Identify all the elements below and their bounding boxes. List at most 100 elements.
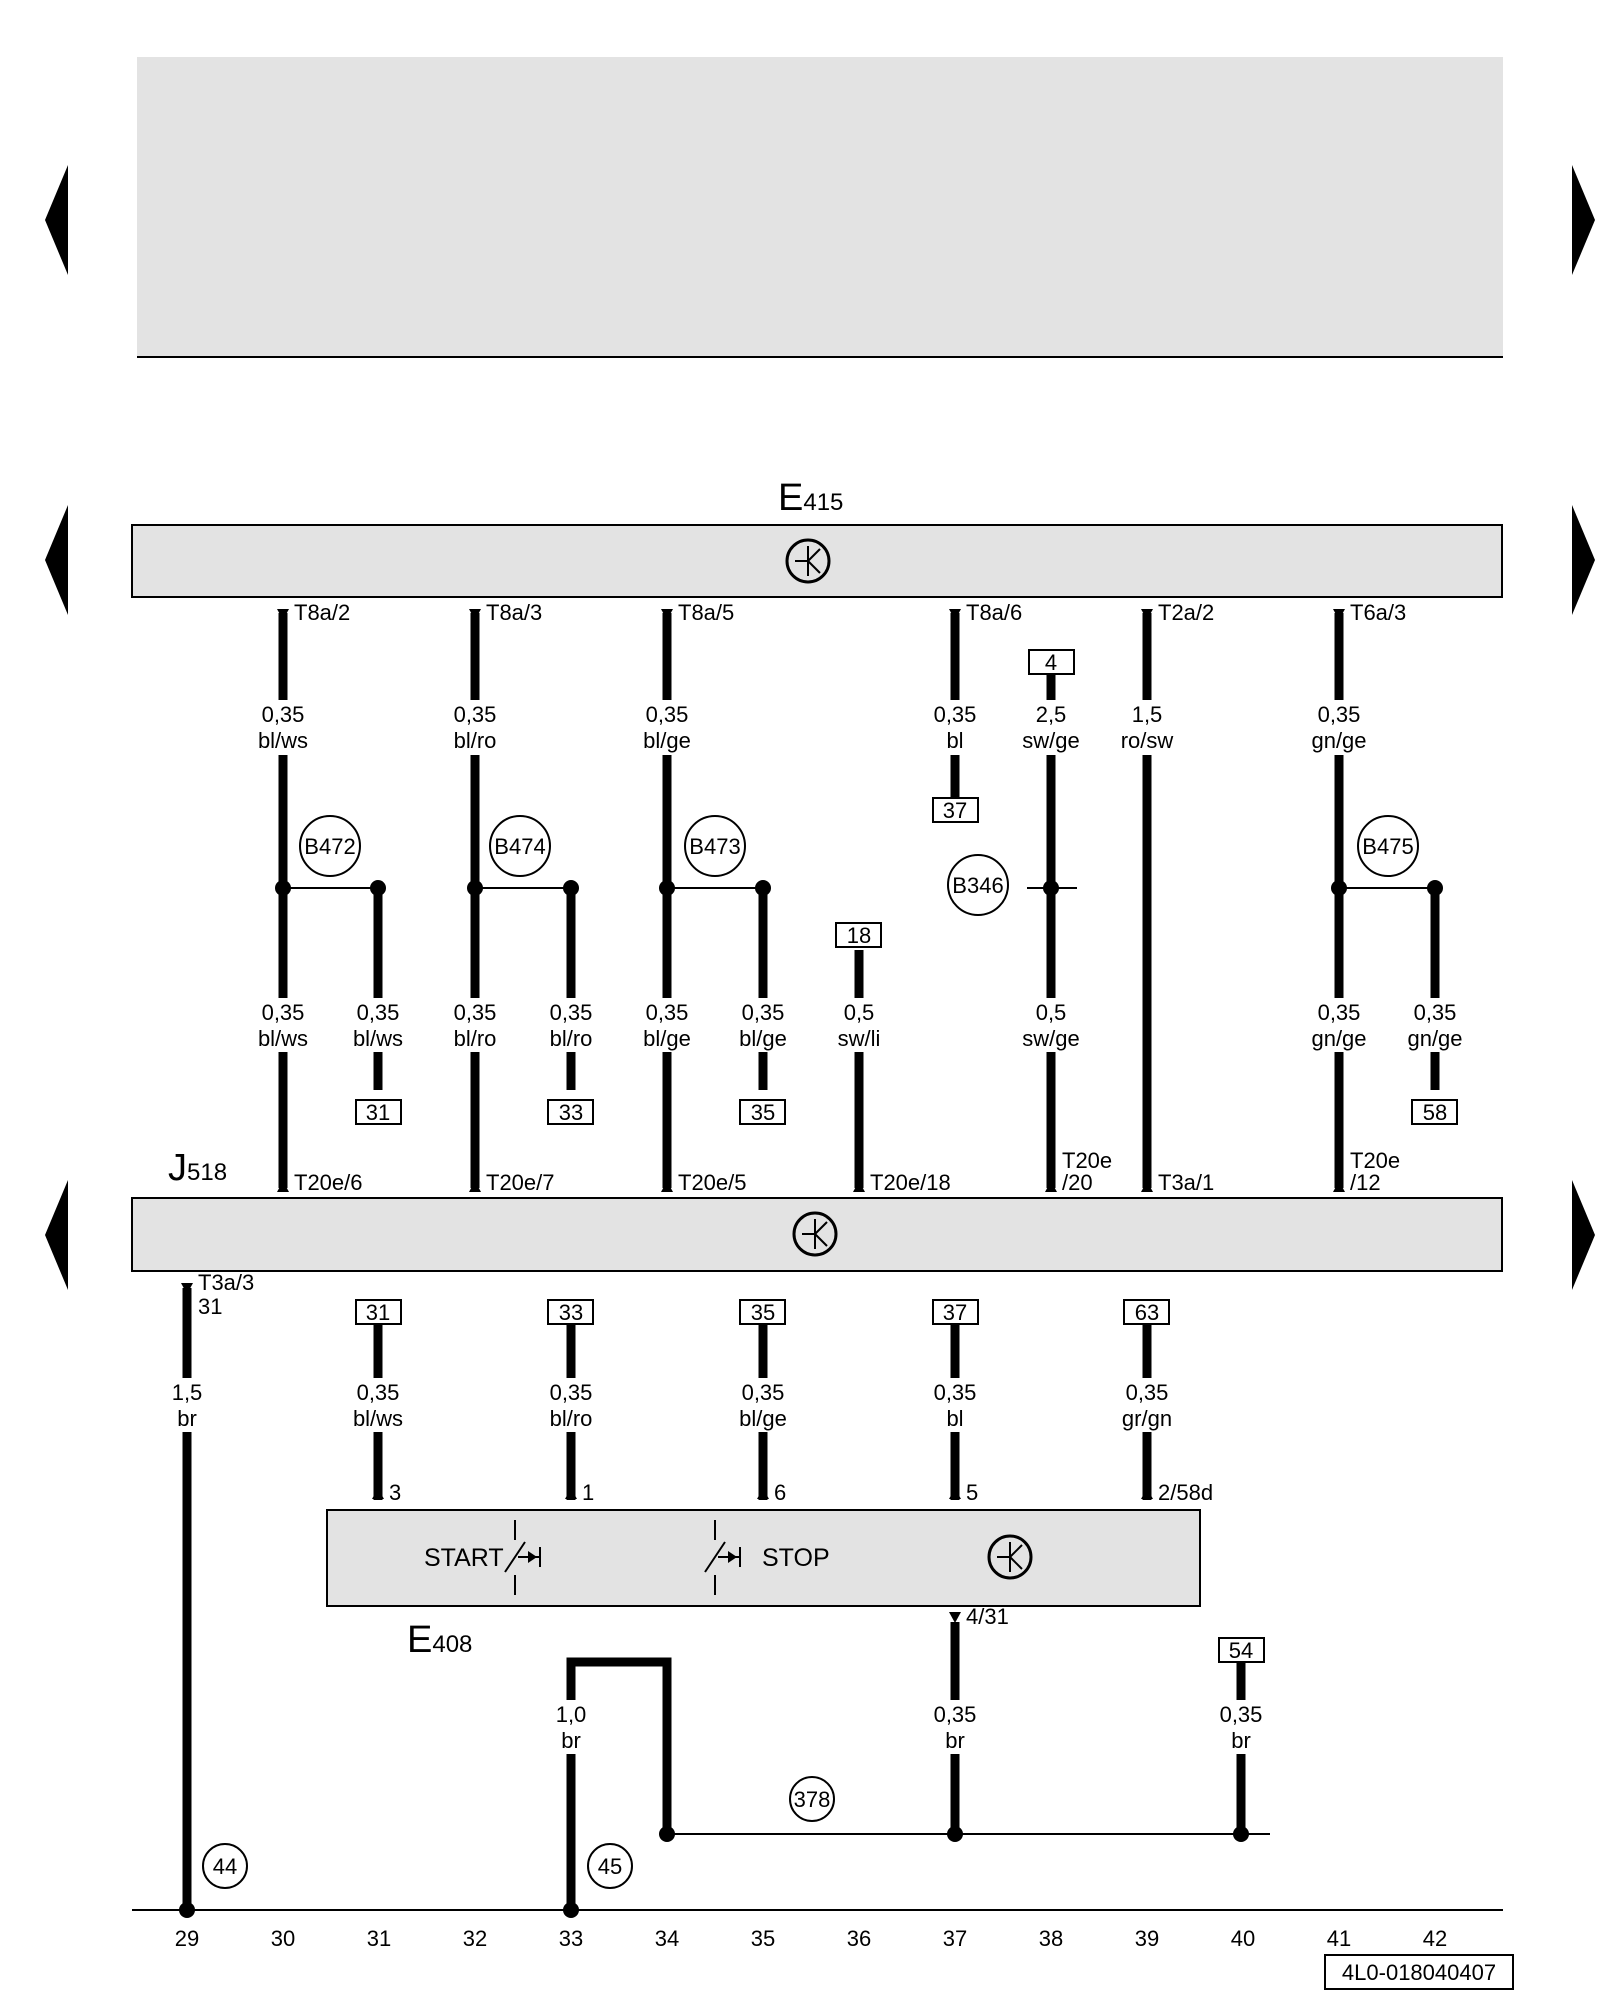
nav-arrow-right-3[interactable] xyxy=(1572,1180,1595,1290)
e408-component-box xyxy=(326,1509,1201,1607)
nav-arrow-left-2[interactable] xyxy=(45,505,68,615)
wire-color: gn/ge xyxy=(1311,728,1366,753)
pin-t20e-12: T20e xyxy=(1350,1148,1400,1173)
wire-color: bl/ge xyxy=(739,1026,787,1051)
ref-box-label: 33 xyxy=(559,1300,583,1325)
wire-color: ro/sw xyxy=(1121,728,1174,753)
wire-color: bl xyxy=(946,1406,963,1431)
pin-t3a1: T3a/1 xyxy=(1158,1170,1214,1195)
wire-size: 0,35 xyxy=(357,1000,400,1025)
wire-color: bl/ws xyxy=(258,1026,308,1051)
wire-color: sw/ge xyxy=(1022,728,1079,753)
wire-size: 0,35 xyxy=(1318,702,1361,727)
wire-size: 1,5 xyxy=(172,1380,203,1405)
svg-text:378: 378 xyxy=(794,1787,831,1812)
wire-color: bl/ge xyxy=(643,728,691,753)
e415-label: E415 xyxy=(778,477,843,519)
pin-31: 31 xyxy=(198,1294,222,1319)
pin-e408-4-31: 4/31 xyxy=(966,1604,1009,1629)
track-number: 39 xyxy=(1135,1926,1159,1951)
track-number: 34 xyxy=(655,1926,679,1951)
connection-b346: B346 xyxy=(947,854,1009,916)
e415-component-box xyxy=(131,524,1503,598)
track-number: 42 xyxy=(1423,1926,1447,1951)
wire-color: bl/ge xyxy=(739,1406,787,1431)
connection-b472: B472 xyxy=(299,815,361,877)
track-number: 40 xyxy=(1231,1926,1255,1951)
nav-arrow-right-2[interactable] xyxy=(1572,505,1595,615)
wire-color: br xyxy=(1231,1728,1251,1753)
ref-box-label: 31 xyxy=(366,1100,390,1125)
wire-color: bl/ws xyxy=(353,1026,403,1051)
pin-t20e-20: T20e xyxy=(1062,1148,1112,1173)
wire-size: 0,35 xyxy=(357,1380,400,1405)
j518-control-unit-icon xyxy=(792,1211,838,1257)
track-number: 29 xyxy=(175,1926,199,1951)
ref-box xyxy=(1123,1299,1170,1325)
track-number: 41 xyxy=(1327,1926,1351,1951)
nav-arrow-left-1[interactable] xyxy=(45,165,68,275)
ref-box-label: 58 xyxy=(1423,1100,1447,1125)
e408-label: E408 xyxy=(407,1619,472,1661)
ref-box xyxy=(547,1099,594,1125)
wire-size: 0,35 xyxy=(1414,1000,1457,1025)
pin-t8a5: T8a/5 xyxy=(678,600,734,625)
pin-t3a3: T3a/3 xyxy=(198,1270,254,1295)
track-number: 32 xyxy=(463,1926,487,1951)
svg-text:44: 44 xyxy=(213,1854,237,1879)
ref-box xyxy=(835,922,882,948)
wire-color: br xyxy=(945,1728,965,1753)
ref-box xyxy=(355,1099,402,1125)
wire-size: 0,35 xyxy=(454,1000,497,1025)
ref-box-label: 37 xyxy=(943,798,967,823)
svg-text:45: 45 xyxy=(598,1854,622,1879)
pin-e408-3: 3 xyxy=(389,1480,401,1505)
pin-arrow xyxy=(181,1283,193,1294)
connection-b473: B473 xyxy=(684,815,746,877)
pin-slash-12: /12 xyxy=(1350,1170,1381,1195)
wire-size: 0,35 xyxy=(262,702,305,727)
ref-box xyxy=(1411,1099,1458,1125)
pin-slash-20: /20 xyxy=(1062,1170,1093,1195)
wire-size: 0,35 xyxy=(550,1380,593,1405)
start-switch-icon xyxy=(504,1520,541,1595)
nav-arrow-right-1[interactable] xyxy=(1572,165,1595,275)
wire-color: bl/ws xyxy=(353,1406,403,1431)
connection-b474: B474 xyxy=(489,815,551,877)
j518-label: J518 xyxy=(168,1147,227,1189)
wire-size: 0,5 xyxy=(1036,1000,1067,1025)
track-number: 37 xyxy=(943,1926,967,1951)
pin-t20e5: T20e/5 xyxy=(678,1170,747,1195)
ref-box xyxy=(932,797,979,823)
wire-color: bl/ro xyxy=(550,1406,593,1431)
track-number: 30 xyxy=(271,1926,295,1951)
nav-arrow-left-3[interactable] xyxy=(45,1180,68,1290)
pin-t8a2: T8a/2 xyxy=(294,600,350,625)
ground-point-45: 45 xyxy=(587,1843,633,1889)
wire-color: bl xyxy=(946,728,963,753)
ref-box-label: 35 xyxy=(751,1100,775,1125)
pin-e408-6: 6 xyxy=(774,1480,786,1505)
svg-text:B472: B472 xyxy=(304,834,355,859)
ground-point-44: 44 xyxy=(202,1843,248,1889)
bridge-wire xyxy=(566,1657,672,1834)
ground-junctions xyxy=(179,1826,1249,1918)
ref-box-label: 35 xyxy=(751,1300,775,1325)
track-number: 35 xyxy=(751,1926,775,1951)
ref-box xyxy=(1218,1637,1265,1663)
wire-size: 0,35 xyxy=(934,702,977,727)
wire-color: bl/ws xyxy=(258,728,308,753)
ref-box xyxy=(739,1299,786,1325)
pin-e408-1: 1 xyxy=(582,1480,594,1505)
ref-box-label: 63 xyxy=(1135,1300,1159,1325)
svg-text:B346: B346 xyxy=(952,873,1003,898)
ref-box xyxy=(739,1099,786,1125)
ref-box xyxy=(932,1299,979,1325)
doc-code: 4L0-018040407 xyxy=(1342,1960,1496,1985)
ref-box-label: 4 xyxy=(1045,650,1057,675)
e408-control-unit-icon xyxy=(987,1534,1033,1580)
wire-color: sw/li xyxy=(838,1026,881,1051)
wire-color: gr/gn xyxy=(1122,1406,1172,1431)
ref-box xyxy=(1028,649,1075,675)
